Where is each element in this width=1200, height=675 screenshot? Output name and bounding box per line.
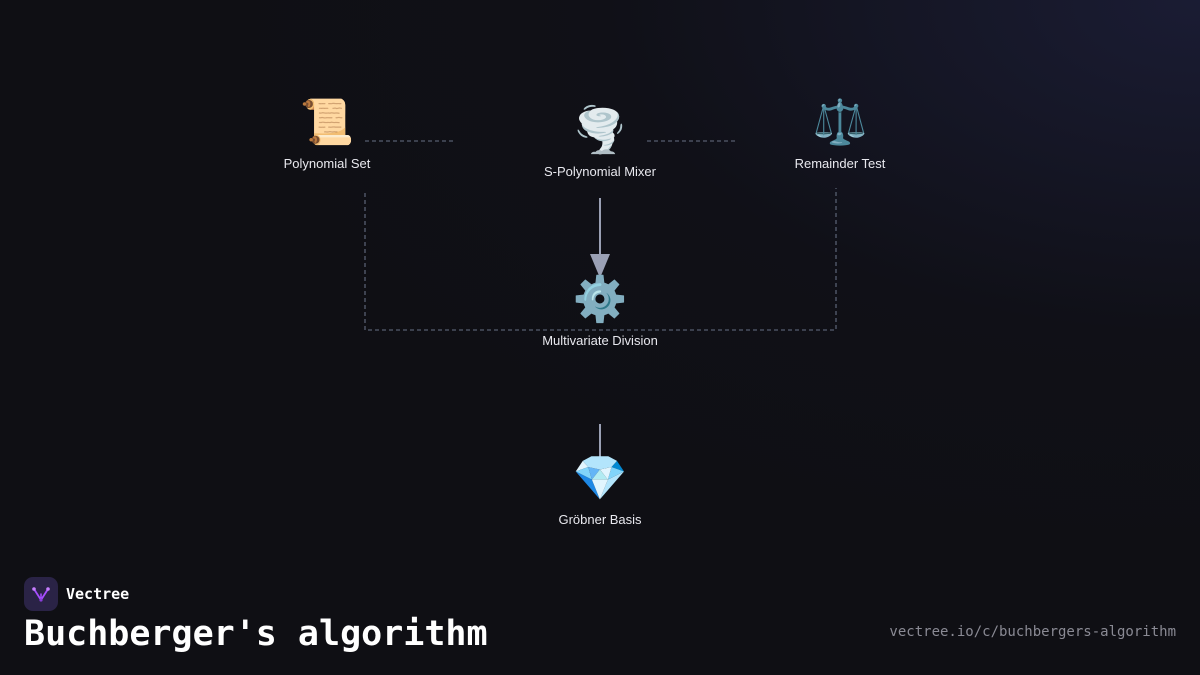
node-label: Gröbner Basis <box>558 512 642 527</box>
gear-icon: ⚙️ <box>572 275 628 324</box>
scroll-icon: 📜 <box>299 98 355 147</box>
balance-scale-icon: ⚖️ <box>812 98 868 147</box>
brand-name: Vectree <box>66 585 130 603</box>
node-label: Multivariate Division <box>542 333 658 348</box>
node-label: Remainder Test <box>794 156 886 171</box>
node-s-polynomial-mixer: 🌪️ S-Polynomial Mixer <box>500 106 700 179</box>
node-polynomial-set: 📜 Polynomial Set <box>227 98 427 171</box>
edge-polynomial-set-to-remainder-test-loop <box>364 188 837 331</box>
node-multivariate-division: ⚙️ Multivariate Division <box>500 275 700 348</box>
gem-icon: 💎 <box>572 454 628 503</box>
vectree-logo-icon <box>24 577 58 611</box>
node-label: Polynomial Set <box>283 156 371 171</box>
source-url: vectree.io/c/buchbergers-algorithm <box>889 624 1176 640</box>
arrowhead-multivariate-division <box>590 254 610 278</box>
page-title: Buchberger's algorithm <box>24 614 488 654</box>
node-groebner-basis: 💎 Gröbner Basis <box>500 454 700 527</box>
node-label: S-Polynomial Mixer <box>544 164 656 179</box>
tornado-icon: 🌪️ <box>572 106 628 155</box>
brand: Vectree <box>24 577 129 611</box>
node-remainder-test: ⚖️ Remainder Test <box>740 98 940 171</box>
